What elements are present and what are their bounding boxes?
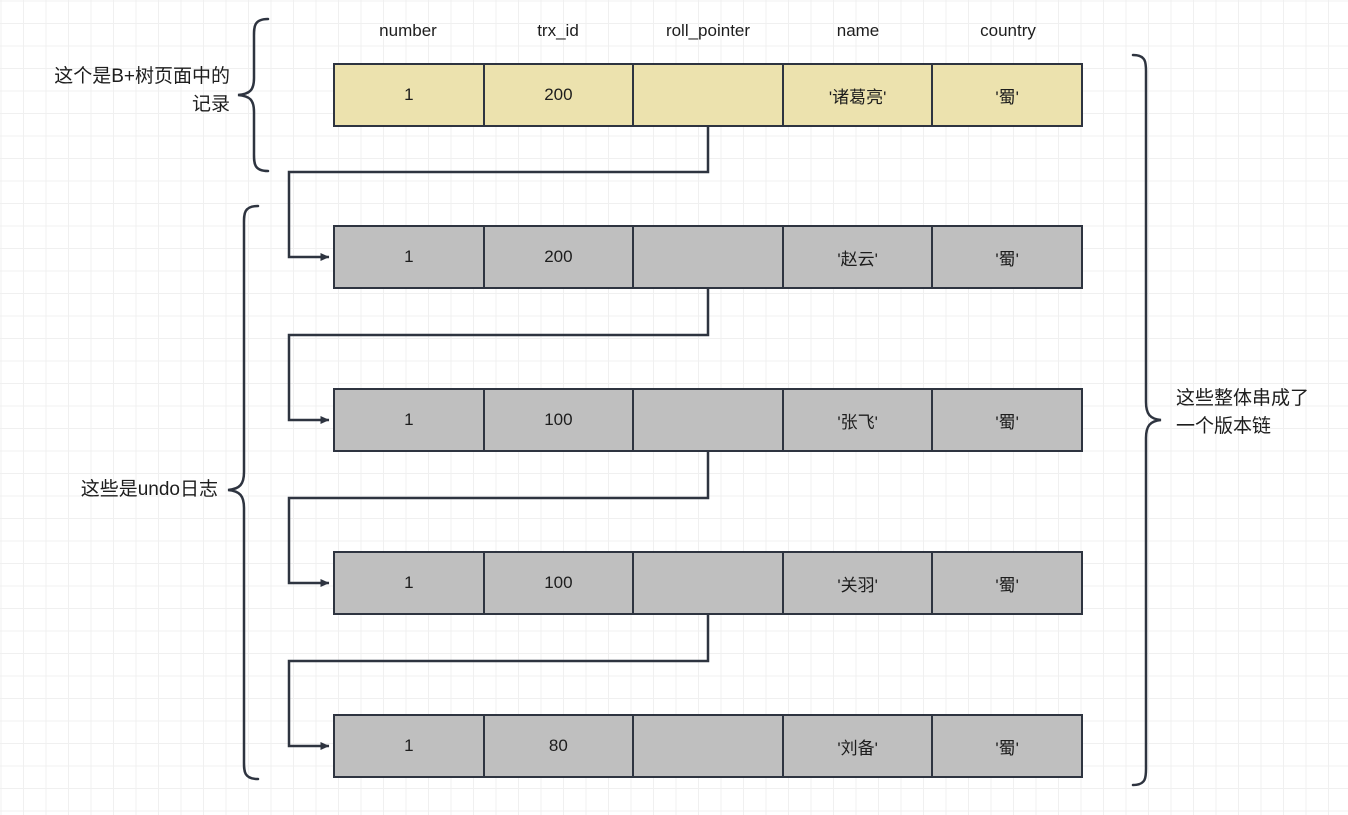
cell-number: 1	[335, 716, 485, 776]
column-header-roll-pointer: roll_pointer	[633, 19, 783, 43]
brace-btree-record	[237, 17, 270, 173]
cell-trx-id: 80	[485, 716, 635, 776]
column-header-trx-id-label: trx_id	[537, 21, 579, 40]
cell-trx-id: 100	[485, 553, 635, 613]
cell-roll-pointer	[634, 65, 784, 125]
cell-roll-pointer	[634, 227, 784, 287]
cell-number: 1	[335, 390, 485, 450]
undo-log-row: 1 100 '关羽' '蜀'	[333, 551, 1083, 615]
column-header-trx-id: trx_id	[483, 19, 633, 43]
column-header-roll-pointer-label: roll_pointer	[665, 21, 751, 40]
brace-version-chain	[1131, 53, 1162, 787]
cell-trx-id: 200	[485, 65, 635, 125]
column-header-number-label: number	[379, 21, 437, 40]
cell-name: '张飞'	[784, 390, 934, 450]
cell-country: '蜀'	[995, 87, 1019, 107]
btree-record-row: 1 200 '诸葛亮' '蜀'	[333, 63, 1083, 127]
undo-log-row: 1 200 '赵云' '蜀'	[333, 225, 1083, 289]
brace-undo-logs	[227, 204, 260, 781]
cell-roll-pointer	[634, 553, 784, 613]
annotation-version-chain: 这些整体串成了 一个版本链	[1176, 388, 1310, 437]
column-header-country-label: country	[980, 21, 1036, 40]
cell-name: '关羽'	[784, 553, 934, 613]
cell-trx-id: 100	[485, 390, 635, 450]
cell-country: '蜀'	[995, 249, 1019, 269]
cell-country: '蜀'	[995, 575, 1019, 595]
annotation-btree-record: 这个是B+树页面中的 记录	[54, 66, 230, 115]
column-header-number: number	[333, 19, 483, 43]
column-header-name: name	[783, 19, 933, 43]
annotation-undo-logs: 这些是undo日志	[80, 479, 218, 500]
column-header-country: country	[933, 19, 1083, 43]
cell-name: '刘备'	[784, 716, 934, 776]
cell-trx-id: 200	[485, 227, 635, 287]
cell-number: 1	[335, 553, 485, 613]
cell-roll-pointer	[634, 390, 784, 450]
cell-country: '蜀'	[995, 412, 1019, 432]
cell-roll-pointer	[634, 716, 784, 776]
cell-number: 1	[335, 65, 485, 125]
undo-log-row: 1 100 '张飞' '蜀'	[333, 388, 1083, 452]
column-header-name-label: name	[836, 21, 880, 40]
cell-name: '赵云'	[784, 227, 934, 287]
undo-log-row: 1 80 '刘备' '蜀'	[333, 714, 1083, 778]
cell-country: '蜀'	[995, 738, 1019, 758]
cell-name: '诸葛亮'	[784, 65, 934, 125]
cell-number: 1	[335, 227, 485, 287]
